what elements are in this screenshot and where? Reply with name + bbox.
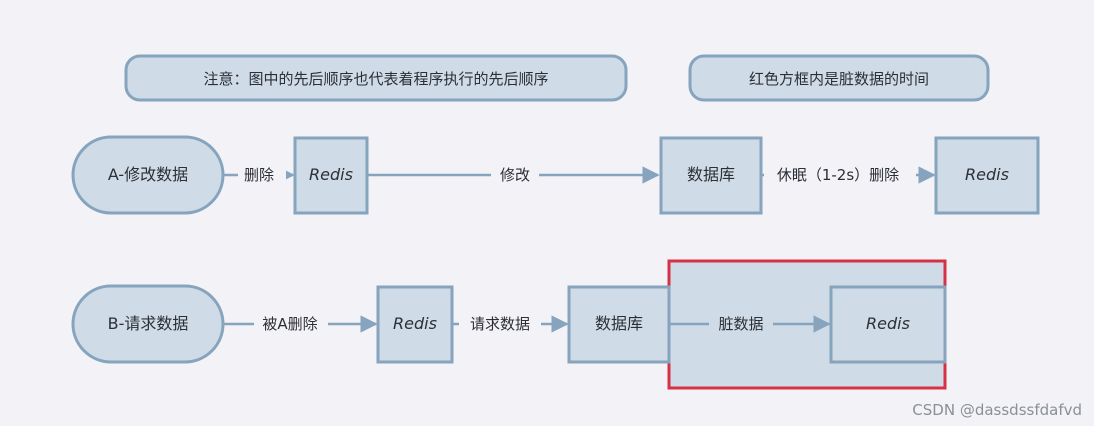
row-a-db: 数据库 <box>659 136 763 215</box>
csdn-watermark: CSDN @dassdssfdafvd <box>912 401 1082 419</box>
row-a-edge-modify-bg <box>491 163 539 185</box>
row-b-db-label: 数据库 <box>595 314 643 333</box>
order-note: 注意：图中的先后顺序也代表着程序执行的先后顺序 <box>124 54 628 102</box>
row-a-edge-sleep-delete-label: 休眠（1-2s）删除 <box>777 166 899 184</box>
row-a-redis-1-label: Redis <box>309 165 353 184</box>
row-a-edge-sleep-bg <box>764 163 916 185</box>
order-note-text: 注意：图中的先后顺序也代表着程序执行的先后顺序 <box>203 70 548 88</box>
row-a-edge-modify-label: 修改 <box>500 166 530 184</box>
row-b-redis-2: Redis <box>829 285 947 364</box>
row-a-redis-2-label: Redis <box>965 165 1009 184</box>
row-b-edge-deleted-by-a-label: 被A删除 <box>262 315 317 333</box>
row-a-edge-delete-label: 删除 <box>244 166 274 184</box>
row-a-edge-bg <box>238 163 286 185</box>
row-b-edge-dirty-bg <box>709 312 773 334</box>
row-b-start-node: B-请求数据 <box>71 284 225 364</box>
row-a-redis-2: Redis <box>934 136 1040 215</box>
row-b-redis-2-label: Redis <box>866 314 910 333</box>
red-box-note-text: 红色方框内是脏数据的时间 <box>749 70 929 88</box>
row-b-edge-dirty-label: 脏数据 <box>718 315 763 333</box>
row-a-start-label: A-修改数据 <box>108 165 188 184</box>
row-a-start-node: A-修改数据 <box>71 135 225 215</box>
row-b-redis-1-label: Redis <box>393 314 437 333</box>
row-a-db-label: 数据库 <box>687 165 735 184</box>
row-b-redis-1: Redis <box>376 285 454 364</box>
row-b-start-label: B-请求数据 <box>108 314 189 333</box>
row-b-edge-request-bg <box>459 312 541 334</box>
row-b-db: 数据库 <box>567 285 671 364</box>
row-b-edge-request-label: 请求数据 <box>470 315 530 333</box>
red-box-note: 红色方框内是脏数据的时间 <box>688 54 990 102</box>
row-b-edge-bg <box>254 312 328 334</box>
row-a-redis-1: Redis <box>293 136 369 215</box>
